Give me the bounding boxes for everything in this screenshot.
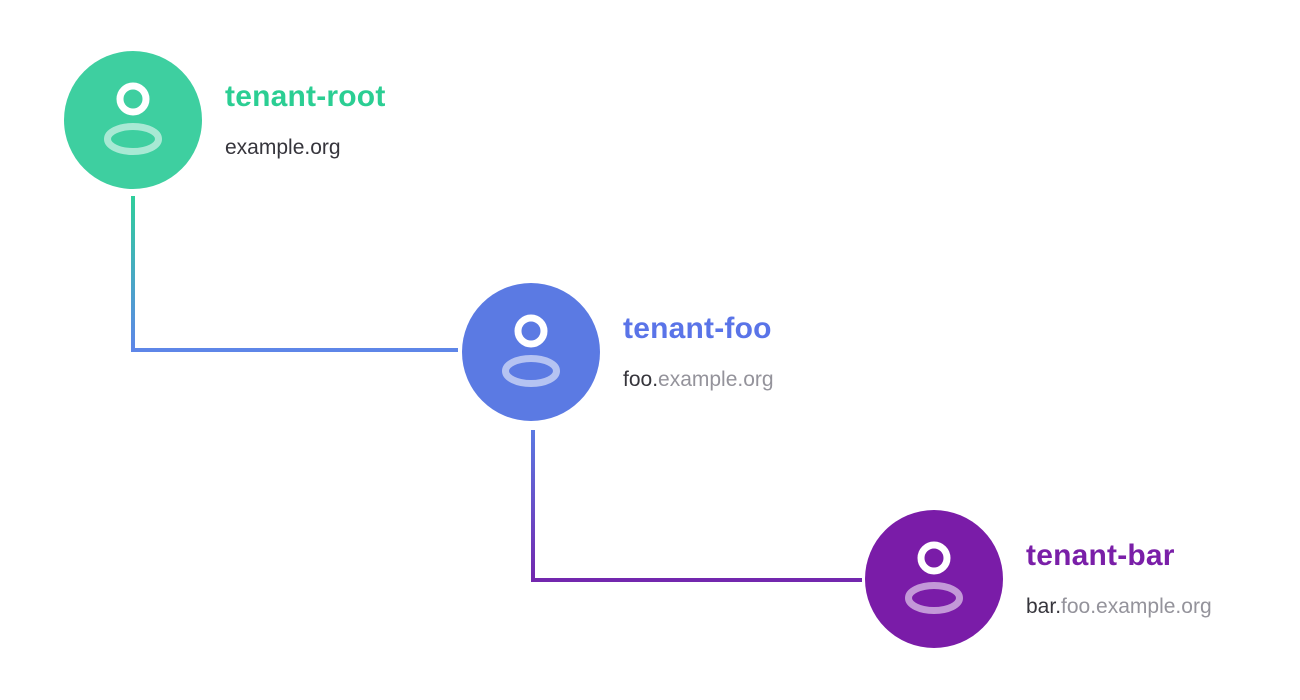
node-domain: bar.foo.example.org [1026,594,1212,618]
domain-prefix: bar. [1026,594,1062,618]
user-icon [905,541,963,614]
node-tenant-bar: tenant-bar bar.foo.example.org [865,510,1212,648]
node-domain: example.org [225,135,386,159]
node-tenant-root: tenant-root example.org [64,51,386,189]
domain-suffix: foo.example.org [1061,594,1212,618]
domain-prefix: example.org [225,135,341,159]
domain-prefix: foo. [623,367,659,391]
node-label: tenant-foo [623,312,772,346]
domain-suffix: example.org [658,367,774,391]
node-label: tenant-bar [1026,539,1175,573]
node-label: tenant-root [225,80,386,114]
user-icon [502,314,560,387]
avatar-tenant-foo [462,283,600,421]
node-domain: foo.example.org [623,367,774,391]
avatar-tenant-bar [865,510,1003,648]
user-icon [104,82,162,155]
edge-root-to-foo [131,196,458,352]
node-text-tenant-foo: tenant-foo foo.example.org [623,313,774,391]
node-tenant-foo: tenant-foo foo.example.org [462,283,774,421]
node-text-tenant-bar: tenant-bar bar.foo.example.org [1026,540,1212,618]
node-text-tenant-root: tenant-root example.org [225,81,386,159]
avatar-tenant-root [64,51,202,189]
edge-foo-to-bar [531,430,862,582]
